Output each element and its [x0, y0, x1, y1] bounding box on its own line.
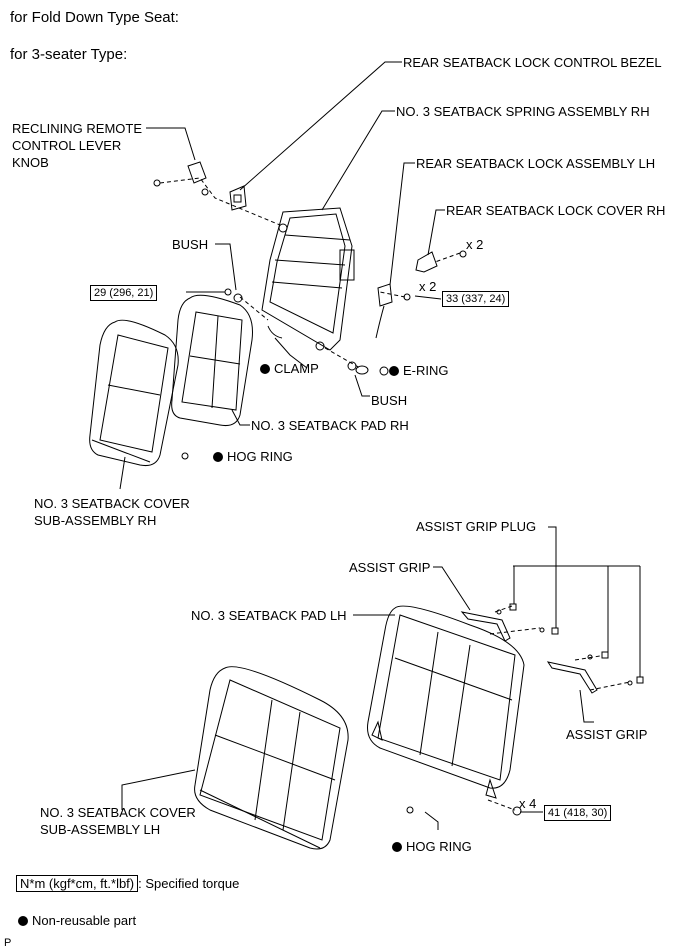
leader-lock-cover	[427, 209, 445, 256]
leader-lock-control-bezel	[239, 61, 402, 191]
lock-assembly-part	[375, 283, 393, 339]
leader-assist-grip-lower	[579, 689, 594, 723]
leader-assist-grip-upper	[433, 566, 471, 611]
nonreusable-dot-icon	[260, 364, 270, 374]
leader-bush-lower	[354, 374, 370, 397]
leader-clamp	[274, 337, 308, 369]
label-assist-grip-plug: ASSIST GRIP PLUG	[416, 519, 537, 534]
leader-bush-upper	[215, 243, 237, 291]
label-no3-seatback-pad-rh: NO. 3 SEATBACK PAD RH	[251, 418, 409, 433]
label-no3-seatback-pad-lh: NO. 3 SEATBACK PAD LH	[191, 608, 347, 623]
label-reclining-remote-3: KNOB	[12, 155, 49, 170]
seatback-cover-lh-part	[194, 666, 349, 850]
label-hog-ring-upper: HOG RING	[213, 449, 293, 465]
leader-cover-rh	[119, 456, 126, 490]
label-reclining-remote-2: CONTROL LEVER	[12, 138, 122, 153]
section-subtitle: for 3-seater Type:	[10, 46, 128, 63]
seatback-pad-rh-part	[171, 294, 253, 426]
seatback-spring-assembly-part	[261, 207, 355, 351]
reclining-knob-part	[153, 161, 209, 196]
label-cover-rh-2: SUB-ASSEMBLY RH	[34, 513, 157, 528]
torque-29: 29 (296, 21)	[90, 285, 158, 301]
legend-nonreusable: Non-reusable part	[18, 913, 136, 929]
label-assist-grip-upper: ASSIST GRIP	[349, 560, 431, 575]
assist-grip-upper-part	[460, 611, 511, 642]
lock-control-bezel-part	[229, 185, 247, 211]
leader-grip-plug-main	[548, 526, 557, 628]
nonreusable-dot-icon	[389, 366, 399, 376]
assist-grip-lower-part	[546, 661, 598, 694]
leader-pad-rh	[231, 409, 250, 426]
footer-code: P	[4, 937, 12, 949]
label-hog-ring-lower-text: HOG RING	[406, 839, 472, 854]
leader-lock-assembly	[389, 162, 415, 286]
label-hog-ring-lower: HOG RING	[392, 839, 472, 855]
section-title: for Fold Down Type Seat:	[10, 9, 179, 26]
label-e-ring: E-RING	[389, 363, 449, 379]
label-bush-lower: BUSH	[371, 393, 408, 408]
label-cover-lh-2: SUB-ASSEMBLY LH	[40, 822, 161, 837]
leader-reclining-knob	[146, 127, 196, 161]
label-x2-lower: x 2	[419, 279, 437, 294]
label-no3-seatback-spring-assembly-rh: NO. 3 SEATBACK SPRING ASSEMBLY RH	[396, 104, 650, 119]
label-x2-upper: x 2	[466, 237, 484, 252]
legend-torque-box: N*m (kgf*cm, ft.*lbf)	[16, 875, 139, 892]
label-reclining-remote-1: RECLINING REMOTE	[12, 121, 143, 136]
label-rear-seatback-lock-assembly-lh: REAR SEATBACK LOCK ASSEMBLY LH	[416, 156, 656, 171]
label-rear-seatback-lock-cover-rh: REAR SEATBACK LOCK COVER RH	[446, 203, 666, 218]
leader-hog-ring-lower	[424, 811, 439, 830]
label-rear-seatback-lock-control-bezel: REAR SEATBACK LOCK CONTROL BEZEL	[403, 55, 662, 70]
nonreusable-dot-icon	[213, 452, 223, 462]
legend-nonreusable-text: Non-reusable part	[32, 913, 137, 928]
label-assist-grip-lower: ASSIST GRIP	[566, 727, 648, 742]
leader-cover-lh	[121, 769, 196, 810]
lock-cover-part	[415, 251, 438, 273]
leader-torque-2	[414, 295, 442, 300]
label-cover-lh-1: NO. 3 SEATBACK COVER	[40, 805, 196, 820]
leader-spring-assembly	[321, 110, 395, 211]
nonreusable-dot-icon	[18, 916, 28, 926]
label-e-ring-text: E-RING	[403, 363, 449, 378]
label-clamp-text: CLAMP	[274, 361, 319, 376]
torque-33: 33 (337, 24)	[442, 291, 510, 307]
seatback-cover-rh-part	[89, 319, 179, 466]
label-hog-ring-upper-text: HOG RING	[227, 449, 293, 464]
seatback-pad-lh-part	[367, 605, 525, 799]
label-bush-upper: BUSH	[172, 237, 209, 252]
label-clamp: CLAMP	[260, 361, 319, 377]
label-cover-rh-1: NO. 3 SEATBACK COVER	[34, 496, 190, 511]
legend-torque: N*m (kgf*cm, ft.*lbf): Specified torque	[16, 875, 240, 892]
legend-torque-text: : Specified torque	[138, 876, 240, 891]
torque-41: 41 (418, 30)	[544, 805, 612, 821]
label-x4: x 4	[519, 796, 537, 811]
nonreusable-dot-icon	[392, 842, 402, 852]
